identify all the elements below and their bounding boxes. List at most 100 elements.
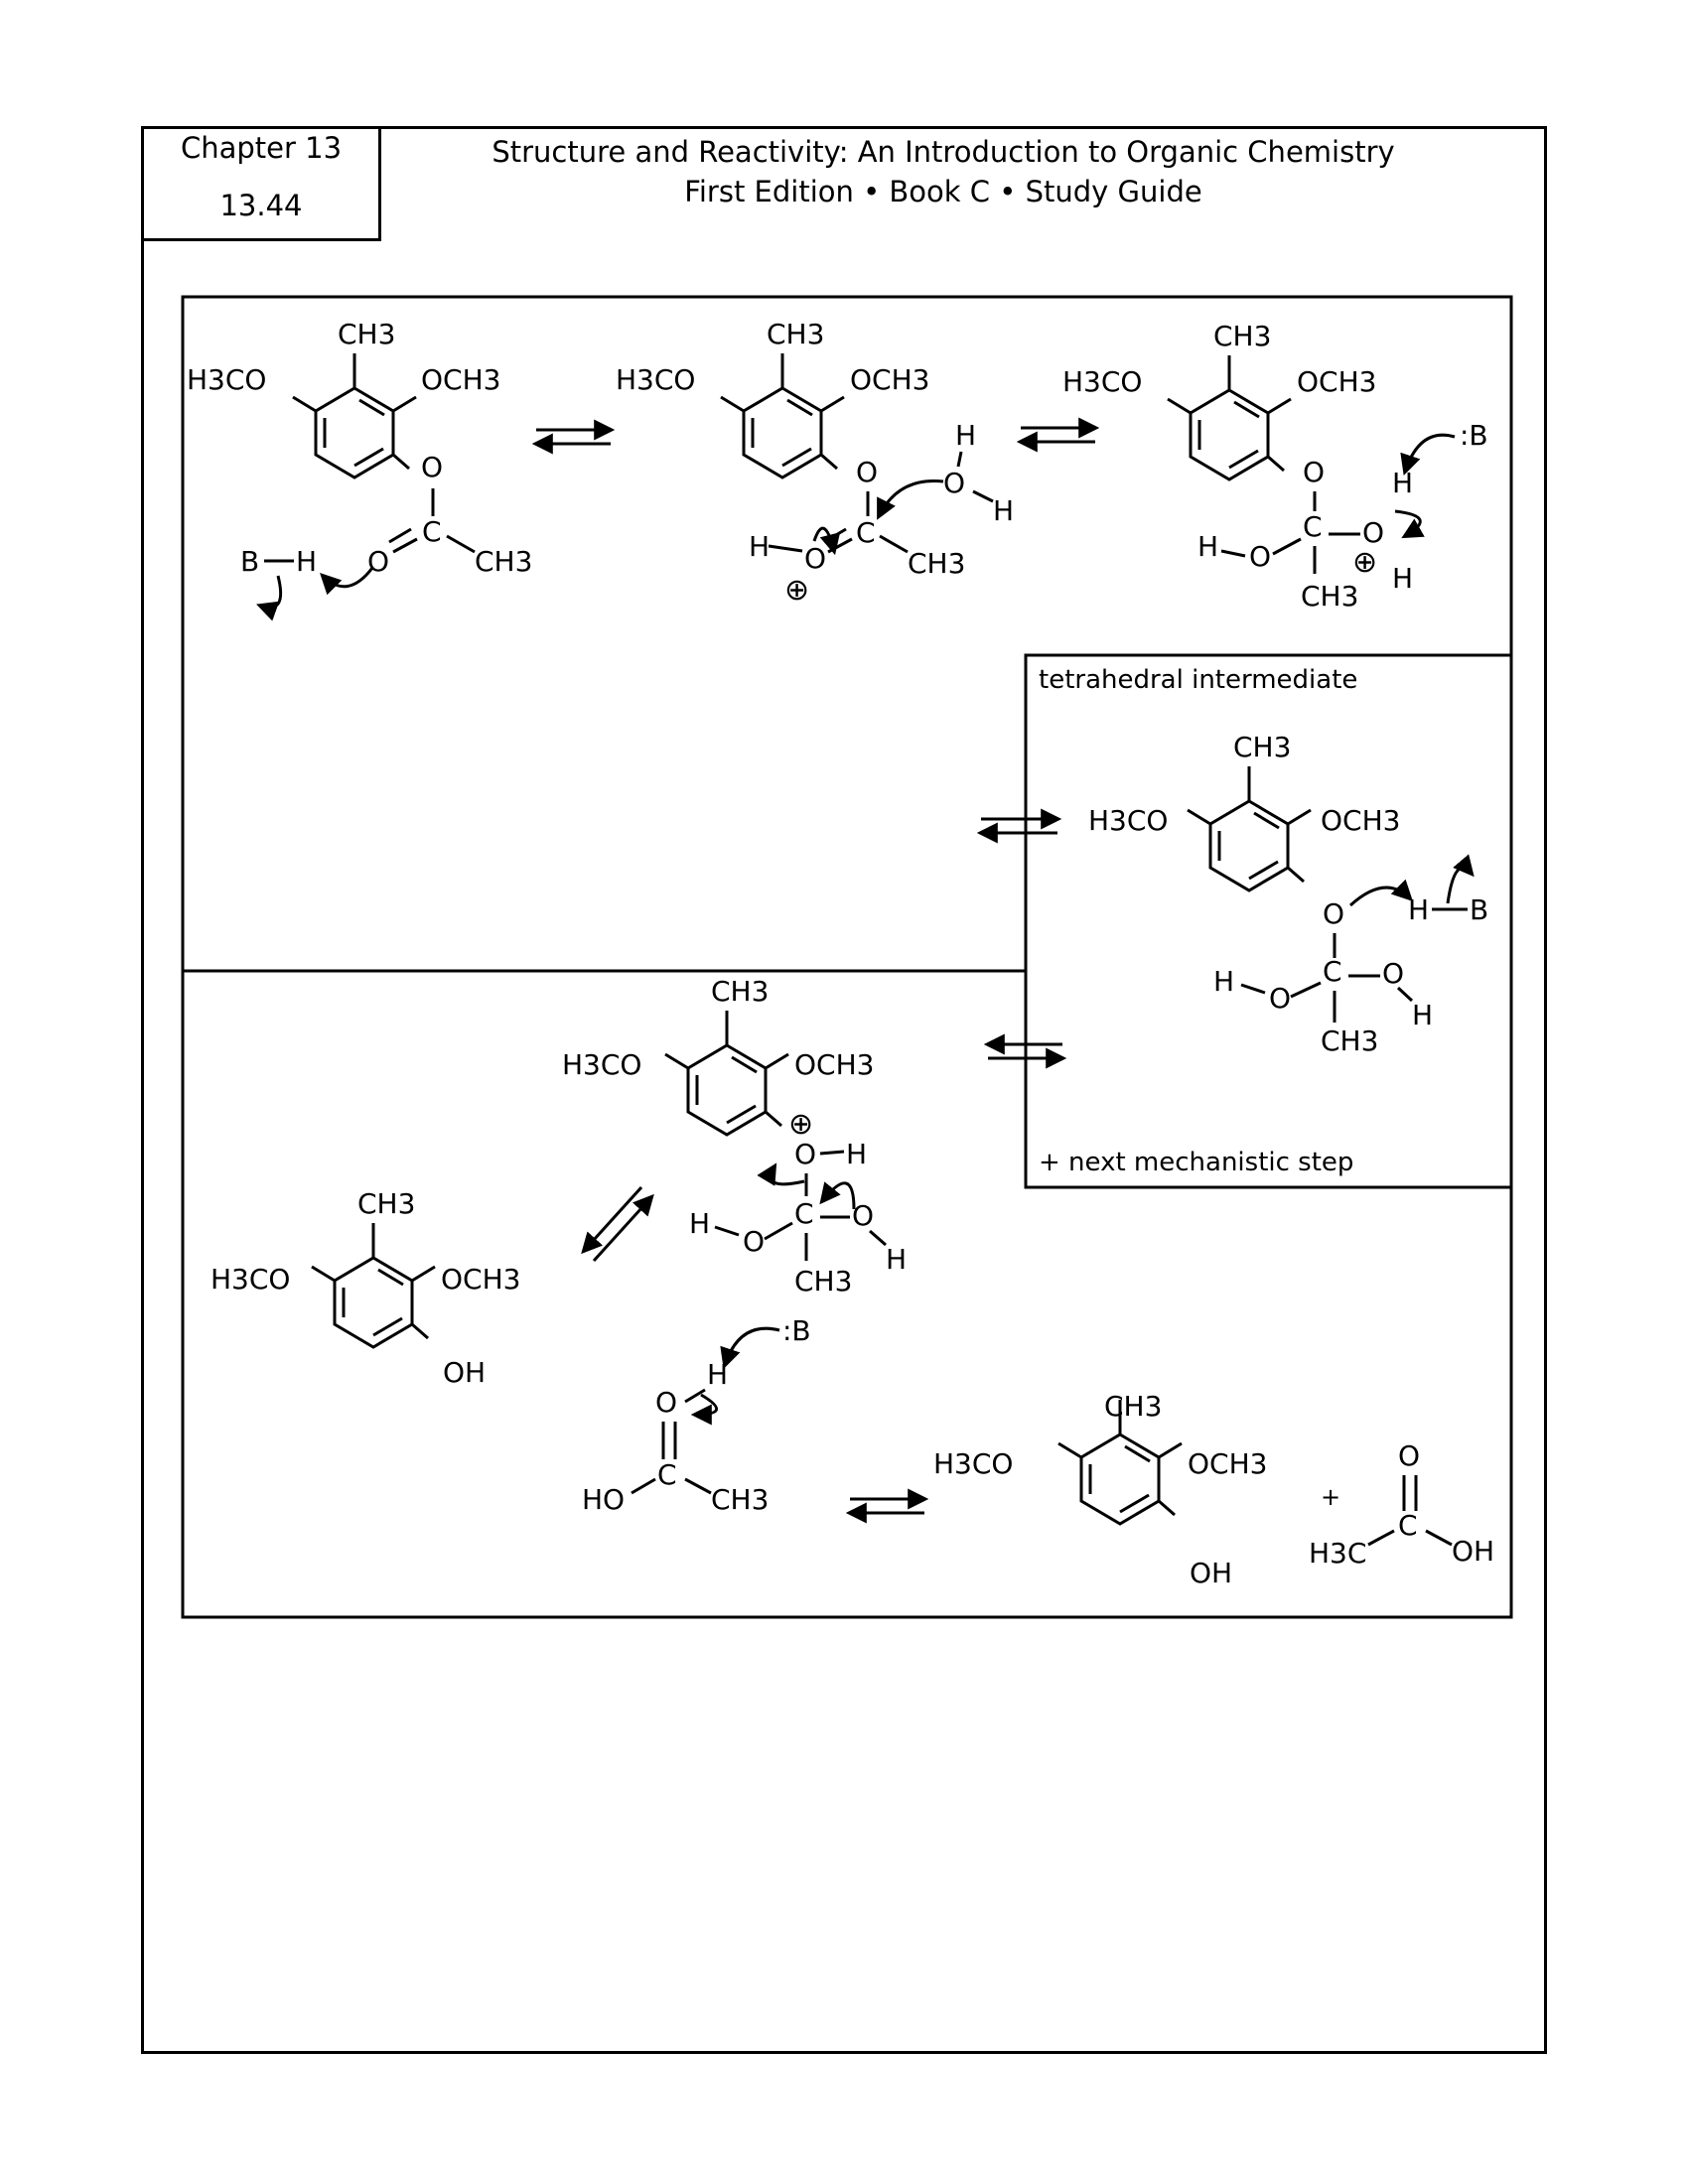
ch3-label: CH3 (711, 975, 769, 1008)
equilibrium-arrow-2 (1016, 417, 1100, 453)
ho-label: HO (582, 1483, 625, 1516)
h3co-label: H3CO (1062, 365, 1142, 398)
o-label: O (852, 1199, 874, 1232)
h3co-label: H3CO (187, 363, 266, 396)
phenol-structure: CH3 H3CO OCH3 OH (211, 1187, 520, 1389)
o-label: O (1398, 1439, 1420, 1472)
problem-number: 13.44 (219, 189, 303, 222)
positive-charge: ⊕ (788, 1107, 813, 1142)
product-phenol-structure: CH3 H3CO OCH3 OH (933, 1390, 1267, 1589)
positive-charge: ⊕ (1352, 545, 1377, 580)
och3-label: OCH3 (421, 363, 500, 396)
c-label: C (657, 1458, 677, 1491)
h-label: H (993, 494, 1014, 527)
och3-label: OCH3 (794, 1048, 874, 1081)
tetrahedral-box (1024, 653, 1513, 1189)
o-label: O (1303, 456, 1325, 488)
base-label: :B (782, 1314, 811, 1347)
mechanism-box (181, 295, 1513, 1619)
book-subtitle: First Edition • Book C • Study Guide (684, 175, 1202, 208)
h-label: H (689, 1207, 710, 1240)
equilibrium-arrow-5 (581, 1185, 654, 1263)
protonated-acetic-acid: O H :B C HO CH3 (582, 1314, 811, 1516)
ch3-label: CH3 (1321, 1024, 1378, 1057)
h3c-label: H3C (1309, 1537, 1366, 1570)
o-label: O (794, 1138, 816, 1170)
o-label: O (655, 1386, 677, 1419)
o-label: O (743, 1225, 765, 1258)
ch3-label: CH3 (767, 318, 824, 350)
h-label: H (1412, 999, 1433, 1031)
oh-label: OH (1190, 1557, 1232, 1589)
o-label: O (1323, 897, 1344, 930)
tetrahedral-intermediate-label: tetrahedral intermediate (1039, 665, 1358, 695)
h-label: H (296, 545, 317, 578)
och3-label: OCH3 (850, 363, 929, 396)
oh-label: OH (443, 1356, 486, 1389)
o-label: O (804, 542, 826, 575)
h-label: H (955, 419, 976, 452)
c-label: C (422, 515, 442, 548)
base-label: :B (1460, 419, 1488, 452)
h-label: H (1392, 562, 1413, 595)
equilibrium-arrow-1 (531, 419, 616, 455)
ch3-label: CH3 (475, 545, 532, 578)
h-label: H (1392, 467, 1413, 499)
protonated-ester-structure-2: CH3 H3CO OCH3 O C O CH3 H ⊕ H O H (616, 318, 1014, 608)
h3co-label: H3CO (562, 1048, 641, 1081)
ch3-label: CH3 (711, 1483, 769, 1516)
oxonium-o-label: O (1362, 516, 1384, 549)
c-label: C (1303, 510, 1323, 543)
chapter-box (141, 126, 381, 241)
och3-label: OCH3 (1188, 1447, 1267, 1480)
chapter-label: Chapter 13 (180, 131, 343, 165)
och3-label: OCH3 (1321, 804, 1400, 837)
ch3-label: CH3 (338, 318, 395, 350)
h-label: H (749, 530, 770, 563)
ch3-label: CH3 (908, 547, 965, 580)
base-label: B (1470, 893, 1488, 926)
h3co-label: H3CO (211, 1263, 290, 1296)
c-label: C (856, 516, 876, 549)
equilibrium-arrow-3 (976, 808, 1062, 844)
equilibrium-arrow-6 (845, 1488, 929, 1524)
och3-label: OCH3 (1297, 365, 1376, 398)
o-label: O (421, 451, 443, 483)
ch3-label: CH3 (1233, 731, 1291, 763)
acetic-acid-product: O C H3C OH (1309, 1439, 1494, 1570)
equilibrium-arrow-4 (983, 1033, 1067, 1069)
o-label: O (856, 456, 878, 488)
och3-label: OCH3 (441, 1263, 520, 1296)
o-label: O (1382, 957, 1404, 990)
ch3-label: CH3 (1104, 1390, 1162, 1423)
ch3-label: CH3 (794, 1265, 852, 1297)
oh-label: OH (1452, 1535, 1494, 1568)
o-label: O (1249, 540, 1271, 573)
c-label: C (794, 1197, 814, 1230)
h-label: H (1213, 965, 1234, 998)
tetrahedral-intermediate-structure: CH3 H3CO OCH3 O C CH3 O H O H H B (1088, 731, 1488, 1057)
base-label: B (240, 545, 259, 578)
protonated-intermediate-structure: CH3 H3CO OCH3 ⊕ O H C CH3 O H O H (562, 975, 907, 1297)
ester-structure-1: CH3 H3CO OCH3 O C O CH3 B H (187, 318, 532, 621)
c-label: C (1323, 955, 1342, 988)
ch3-label: CH3 (357, 1187, 415, 1220)
plus-sign: + (1321, 1483, 1340, 1511)
page-frame (141, 126, 1547, 2054)
o-label: O (1269, 982, 1291, 1015)
book-title: Structure and Reactivity: An Introductio… (492, 135, 1395, 169)
h3co-label: H3CO (616, 363, 695, 396)
h-label: H (886, 1243, 907, 1276)
panel-borders (181, 295, 1513, 1619)
h-label: H (846, 1138, 867, 1170)
carbonyl-o-label: O (367, 545, 389, 578)
h3co-label: H3CO (933, 1447, 1013, 1480)
oxonium-adduct-structure-3: CH3 H3CO OCH3 O C CH3 O H O ⊕ H H :B (1062, 320, 1488, 613)
next-step-label: + next mechanistic step (1039, 1148, 1354, 1177)
water-o-label: O (943, 467, 965, 499)
positive-charge: ⊕ (784, 573, 809, 608)
h3co-label: H3CO (1088, 804, 1168, 837)
h-label: H (1197, 530, 1218, 563)
h-label: H (1408, 893, 1429, 926)
